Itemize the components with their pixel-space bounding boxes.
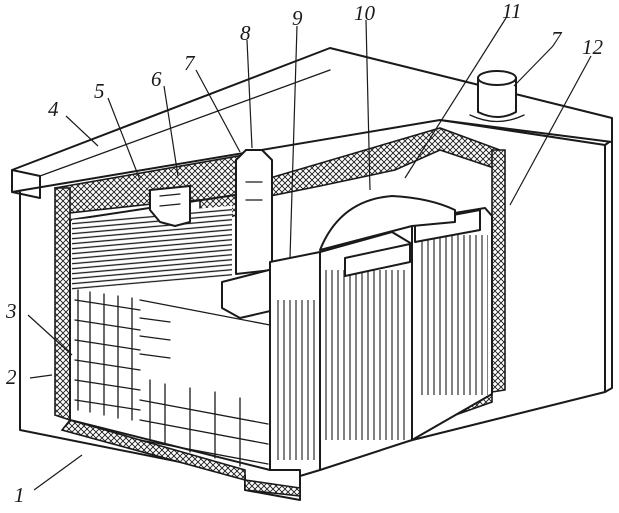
plate-block-left bbox=[69, 194, 271, 471]
battery-lid bbox=[11, 47, 613, 199]
label-6: 6 bbox=[151, 67, 162, 91]
plate-block-right bbox=[269, 195, 493, 477]
label-2: 2 bbox=[6, 365, 17, 389]
label-3: 3 bbox=[5, 299, 17, 323]
label-9: 9 bbox=[292, 6, 303, 30]
label-7-left: 7 bbox=[184, 51, 196, 75]
label-12: 12 bbox=[582, 35, 604, 59]
lid-cut-section bbox=[54, 127, 506, 497]
vent-plug bbox=[149, 185, 191, 227]
label-10: 10 bbox=[354, 1, 376, 25]
callout-labels: 1 2 3 4 5 6 7 8 9 10 11 7 12 bbox=[5, 0, 604, 507]
terminal-post-right bbox=[469, 70, 525, 123]
label-11: 11 bbox=[502, 0, 521, 23]
label-7-right: 7 bbox=[551, 27, 563, 51]
label-8: 8 bbox=[240, 21, 251, 45]
leader-lines bbox=[27, 17, 592, 491]
label-5: 5 bbox=[94, 79, 105, 103]
label-1: 1 bbox=[14, 483, 25, 507]
label-4: 4 bbox=[48, 97, 59, 121]
